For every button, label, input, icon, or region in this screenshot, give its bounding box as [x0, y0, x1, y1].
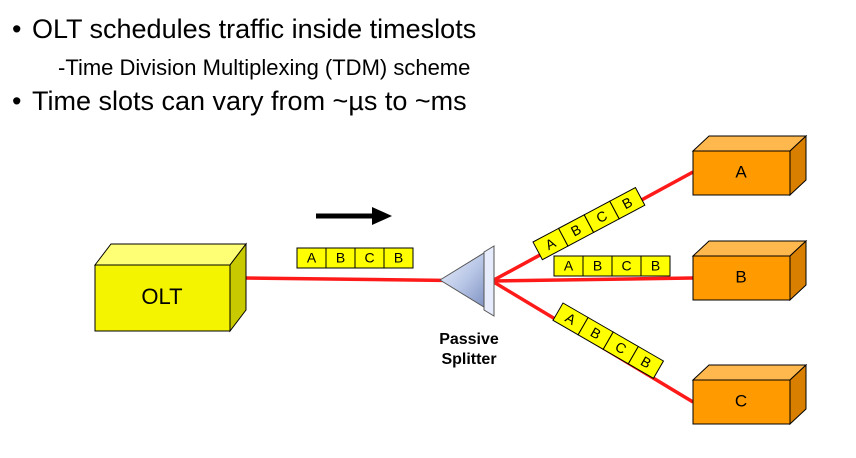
- packet-b: B: [325, 247, 356, 269]
- packet-label: B: [336, 250, 345, 266]
- packet-c: C: [611, 255, 642, 277]
- packet-b: B: [609, 186, 646, 220]
- splitter-label-line1: Passive: [439, 331, 499, 348]
- packet-c: C: [602, 331, 640, 365]
- packet-label: C: [621, 258, 631, 274]
- packet-b: B: [577, 316, 614, 351]
- onu-box-c: C: [691, 363, 808, 426]
- bullet-text: OLT schedules traffic inside timeslots: [32, 14, 477, 44]
- packet-b: B: [627, 345, 665, 380]
- packet-b: B: [383, 247, 414, 269]
- olt-box: OLT: [93, 242, 248, 333]
- packet-label: C: [364, 250, 374, 266]
- packet-label: B: [593, 258, 602, 274]
- packet-label: A: [307, 250, 317, 266]
- onu-label-a: A: [735, 162, 747, 181]
- packet-c: C: [354, 247, 385, 269]
- direction-arrow: [316, 207, 392, 225]
- packet-b: B: [640, 255, 671, 277]
- packet-label: B: [651, 258, 660, 274]
- packet-b: B: [582, 255, 613, 277]
- splitter-label-line2: Splitter: [441, 351, 496, 368]
- onu-label-b: B: [735, 267, 746, 286]
- bullet-olt-schedules: • OLT schedules traffic inside timeslots: [12, 14, 476, 45]
- fiber-splitter-b: [491, 276, 694, 283]
- bullet-dot: •: [12, 86, 22, 116]
- packet-label: B: [394, 250, 403, 266]
- onu-box-a: A: [691, 134, 808, 197]
- bullet-dot: •: [12, 14, 22, 44]
- packet-label: A: [564, 258, 574, 274]
- sub-bullet-tdm: -Time Division Multiplexing (TDM) scheme: [58, 55, 471, 80]
- onu-box-b: B: [691, 239, 808, 302]
- packet-a: A: [296, 247, 327, 269]
- olt-label: OLT: [141, 284, 182, 309]
- packet-a: A: [553, 255, 584, 277]
- onu-label-c: C: [735, 391, 747, 410]
- packet-a: A: [552, 302, 589, 336]
- passive-splitter: Passive Splitter: [439, 245, 499, 368]
- bullet-time-slots: • Time slots can vary from ~µs to ~ms: [12, 86, 467, 117]
- bullet-text: Time slots can vary from ~µs to ~ms: [32, 86, 467, 116]
- packet-b: B: [557, 214, 595, 247]
